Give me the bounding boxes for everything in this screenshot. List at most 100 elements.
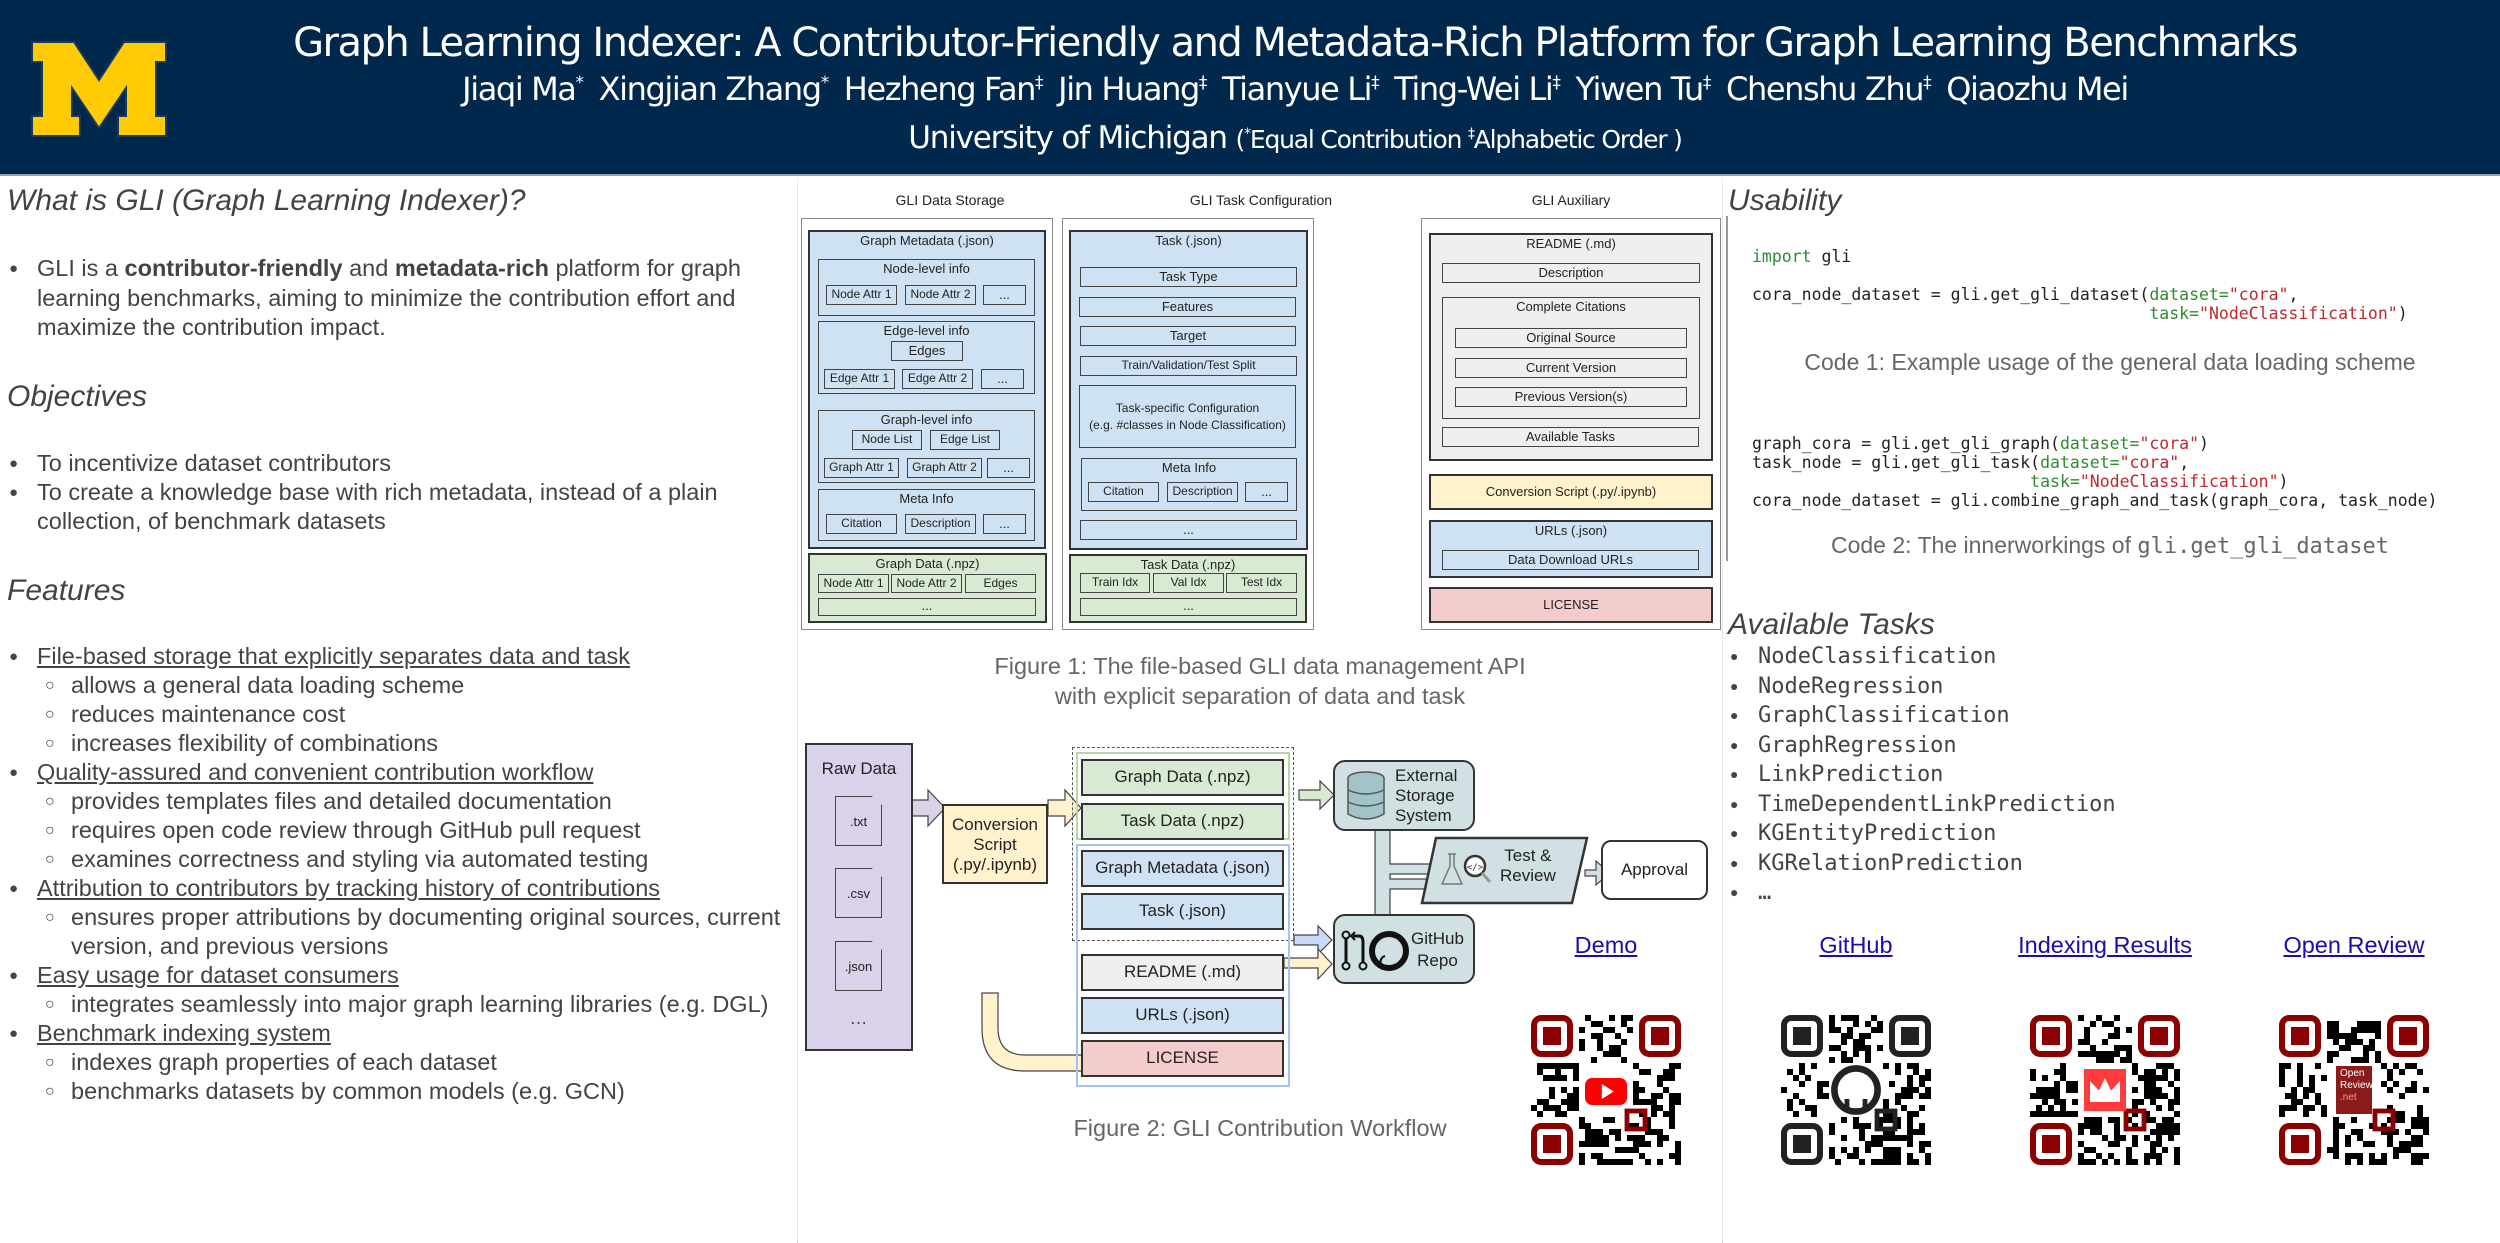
author-mark: ‡ <box>1702 73 1712 93</box>
description-box: Description <box>905 514 976 534</box>
task-item: NodeRegression <box>1730 672 2116 702</box>
code-string: "NodeClassification" <box>2079 472 2279 491</box>
label: Edge-level info <box>883 323 970 338</box>
label: Node-level info <box>883 261 970 276</box>
feature-subitem: increases flexibility of combinations <box>7 729 802 758</box>
bold-text: metadata-rich <box>394 255 549 281</box>
bold-text: contributor-friendly <box>124 255 343 281</box>
github-repo-node: GitHub Repo <box>1333 914 1475 984</box>
link-open-review[interactable]: Open Review <box>2283 932 2425 958</box>
note-dagger: ‡ <box>1467 126 1475 142</box>
code-text: task_node = gli.get_gli_task( <box>1752 453 2041 472</box>
code-arg: dataset= <box>2059 434 2140 453</box>
qr-finder <box>2387 1015 2429 1057</box>
previous-version-box: Previous Version(s) <box>1455 387 1687 407</box>
train-idx-box: Train Idx <box>1080 573 1150 593</box>
output-file-box: Graph Metadata (.json) <box>1081 850 1284 887</box>
column-divider <box>1722 178 1723 1243</box>
qr-code[interactable] <box>1781 1015 1931 1165</box>
badge-line: Open <box>2340 1068 2365 1079</box>
caption-text: Code 2: The innerworkings of <box>1830 532 2138 558</box>
badge-line: .net <box>2340 1092 2357 1103</box>
feature-title: Quality-assured and convenient contribut… <box>37 759 594 785</box>
arrow-to-github-yellow <box>1283 947 1333 981</box>
code-text: cora_node_dataset = gli.get_gli_dataset( <box>1752 285 2150 304</box>
split-box: Train/Validation/Test Split <box>1080 356 1297 376</box>
code-indent <box>1752 304 2149 323</box>
what-is-gli-item: GLI is a contributor-friendly and metada… <box>7 254 792 343</box>
poster-title: Graph Learning Indexer: A Contributor-Fr… <box>293 20 2298 66</box>
figure1-caption: Figure 1: The file-based GLI data manage… <box>800 651 1720 711</box>
qr-finder <box>1639 1015 1681 1057</box>
code-string: "cora" <box>2139 434 2200 453</box>
aux-description-box: Description <box>1442 263 1700 283</box>
label: Test & <box>1504 846 1552 865</box>
graph-attr-more: ... <box>987 458 1030 478</box>
gd-edges: Edges <box>965 574 1036 593</box>
feature-item: File-based storage that explicitly separ… <box>7 642 802 671</box>
author-mark: ‡ <box>1552 73 1561 93</box>
task-item: KGEntityPrediction <box>1730 819 2116 849</box>
author-name: Yiwen Tu <box>1575 70 1705 108</box>
author-name: Hezheng Fan <box>843 70 1037 108</box>
gd-more: ... <box>818 598 1036 616</box>
code-string: "cora" <box>2228 285 2289 304</box>
qr-code[interactable] <box>2030 1015 2180 1165</box>
code-arg: task= <box>2149 304 2200 323</box>
label: Conversion <box>952 815 1038 834</box>
target-box: Target <box>1080 326 1296 346</box>
qr-finder <box>2279 1123 2321 1165</box>
qr-finder <box>2279 1015 2321 1057</box>
author-name: Chenshu Zhu <box>1726 70 1924 108</box>
code-text: ) <box>2199 434 2209 453</box>
label: Meta Info <box>1161 460 1217 475</box>
author-name: Tianyue Li <box>1222 70 1373 108</box>
objective-item: To create a knowledge base with rich met… <box>7 478 792 536</box>
caption-code: gli.get_gli_dataset <box>2137 534 2390 559</box>
author-name: Qiaozhu Mei <box>1946 70 2129 108</box>
link-github[interactable]: GitHub <box>1819 932 1893 958</box>
feature-title: Attribution to contributors by tracking … <box>37 875 661 901</box>
edge-attr-2: Edge Attr 2 <box>902 369 973 389</box>
code1-caption: Code 1: Example usage of the general dat… <box>1804 349 2416 375</box>
node-attr-1: Node Attr 1 <box>826 285 897 305</box>
qr-code[interactable] <box>1531 1015 1681 1165</box>
original-source-box: Original Source <box>1455 328 1687 348</box>
label: Meta Info <box>899 491 954 506</box>
feature-item: Easy usage for dataset consumers <box>7 961 802 990</box>
output-file-box: Graph Data (.npz) <box>1081 759 1284 796</box>
label: System <box>1395 806 1452 825</box>
what-is-gli-heading: What is GLI (Graph Learning Indexer)? <box>7 184 526 217</box>
label: Task Data (.npz) <box>1140 557 1236 572</box>
task-item: … <box>1730 878 2116 908</box>
external-storage-node: External Storage System <box>1333 760 1475 831</box>
label: Graph-level info <box>880 412 973 427</box>
conversion-script-box: Conversion Script (.py/.ipynb) <box>1429 474 1713 510</box>
qr-finder <box>1531 1015 1573 1057</box>
code-arg: dataset= <box>2040 453 2120 472</box>
qr-code[interactable] <box>2279 1015 2429 1165</box>
license-box: LICENSE <box>1429 587 1713 623</box>
qr-finder <box>1889 1015 1931 1057</box>
task-type-box: Task Type <box>1080 267 1297 287</box>
author-name: Jiaqi Ma <box>462 70 577 108</box>
staging-dashed-group <box>1072 747 1294 941</box>
label: (e.g. #classes in Node Classification) <box>1089 418 1286 432</box>
edges-box: Edges <box>891 341 963 361</box>
metadata-group-outline <box>1076 844 1290 1087</box>
code-text: cora_node_dataset = gli.combine_graph_an… <box>1752 491 2438 510</box>
database-icon <box>1347 771 1385 820</box>
link-indexing-results[interactable]: Indexing Results <box>2018 932 2192 958</box>
edge-attr-1: Edge Attr 1 <box>824 369 895 389</box>
node-attr-2: Node Attr 2 <box>905 285 976 305</box>
author-name: Jin Huang <box>1058 70 1200 108</box>
link-demo[interactable]: Demo <box>1574 932 1638 958</box>
author-list: Jiaqi Ma*Xingjian Zhang*Hezheng Fan‡Jin … <box>90 70 2500 108</box>
task-item: GraphClassification <box>1730 701 2116 731</box>
label: Review <box>1500 866 1556 885</box>
code-search-icon: </> <box>1463 854 1492 883</box>
conversion-script-node: Conversion Script (.py/.ipynb) <box>942 804 1048 884</box>
author-mark: ‡ <box>1371 73 1380 93</box>
objectives-heading: Objectives <box>7 380 148 413</box>
caption-line: Figure 1: The file-based GLI data manage… <box>994 653 1526 679</box>
